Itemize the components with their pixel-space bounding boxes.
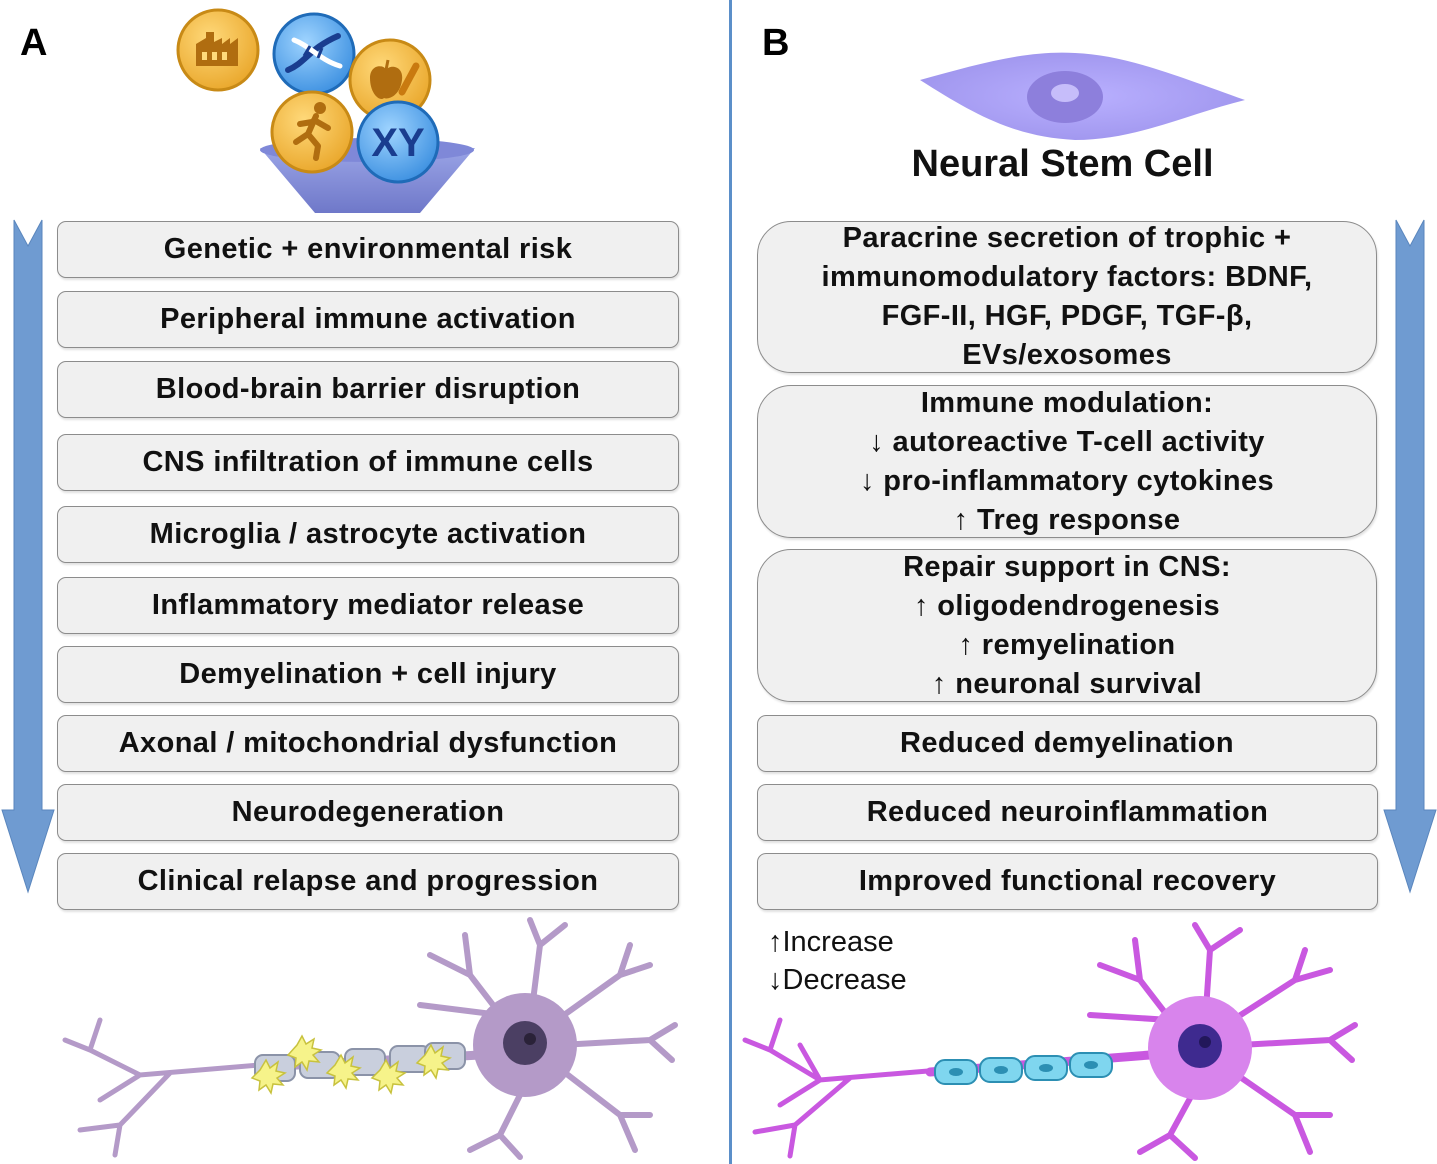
- pathogenesis-step: Demyelination + cell injury: [57, 646, 679, 703]
- neural-stem-cell-illustration: [920, 52, 1245, 140]
- outcome-box: Reduced neuroinflammation: [757, 784, 1378, 841]
- pathogenesis-step: Blood-brain barrier disruption: [57, 361, 679, 418]
- pathogenesis-step: Neurodegeneration: [57, 784, 679, 841]
- paracrine-secretion-box: Paracrine secretion of trophic + immunom…: [757, 221, 1377, 373]
- repair-line: ↑ oligodendrogenesis: [913, 589, 1221, 622]
- paracrine-line: Paracrine secretion of trophic +: [842, 222, 1292, 254]
- panel-divider: [729, 0, 732, 1164]
- neural-stem-cell-title: Neural Stem Cell: [911, 143, 1214, 185]
- outcome-box: Reduced demyelination: [757, 715, 1377, 772]
- pathogenesis-step: Axonal / mitochondrial dysfunction: [57, 715, 679, 772]
- healthy-neuron-illustration: [742, 922, 1358, 1161]
- paracrine-line: FGF-II, HGF, PDGF, TGF-β,: [881, 300, 1253, 332]
- immune-modulation-box: Immune modulation: ↓ autoreactive T-cell…: [757, 385, 1377, 538]
- damaged-neuron-illustration: [62, 917, 678, 1160]
- panel-b-label: B: [762, 22, 790, 64]
- risk-funnel-illustration: XY: [176, 8, 475, 213]
- repair-support-box: Repair support in CNS: ↑ oligodendrogene…: [757, 549, 1377, 702]
- repair-line: Repair support in CNS:: [903, 550, 1231, 583]
- pathogenesis-step: Inflammatory mediator release: [57, 577, 679, 634]
- outcome-box: Improved functional recovery: [757, 853, 1378, 910]
- pathogenesis-step: Genetic + environmental risk: [57, 221, 679, 278]
- repair-line: ↑ remyelination: [958, 628, 1176, 661]
- repair-line: ↑ neuronal survival: [931, 667, 1203, 700]
- xy-chromosome-icon: XY: [356, 100, 440, 184]
- paracrine-line: immunomodulatory factors: BDNF,: [821, 261, 1313, 293]
- right-flow-arrow: [1383, 219, 1437, 894]
- legend-decrease: ↓Decrease: [768, 964, 907, 996]
- factory-icon: [176, 8, 260, 92]
- legend-increase: ↑Increase: [768, 926, 894, 958]
- pathogenesis-step: Clinical relapse and progression: [57, 853, 679, 910]
- pathogenesis-step: Microglia / astrocyte activation: [57, 506, 679, 563]
- pathogenesis-step: CNS infiltration of immune cells: [57, 434, 679, 491]
- running-person-icon: [270, 90, 354, 174]
- left-flow-arrow: [1, 219, 55, 894]
- panel-a-label: A: [20, 22, 48, 64]
- immune-line: ↓ autoreactive T-cell activity: [869, 425, 1265, 458]
- immune-line: ↓ pro-inflammatory cytokines: [859, 464, 1275, 497]
- paracrine-line: EVs/exosomes: [962, 339, 1172, 371]
- pathogenesis-step: Peripheral immune activation: [57, 291, 679, 348]
- svg-text:XY: XY: [371, 121, 425, 165]
- immune-line: Immune modulation:: [920, 386, 1214, 419]
- dna-icon: [272, 12, 356, 96]
- immune-line: ↑ Treg response: [953, 503, 1181, 536]
